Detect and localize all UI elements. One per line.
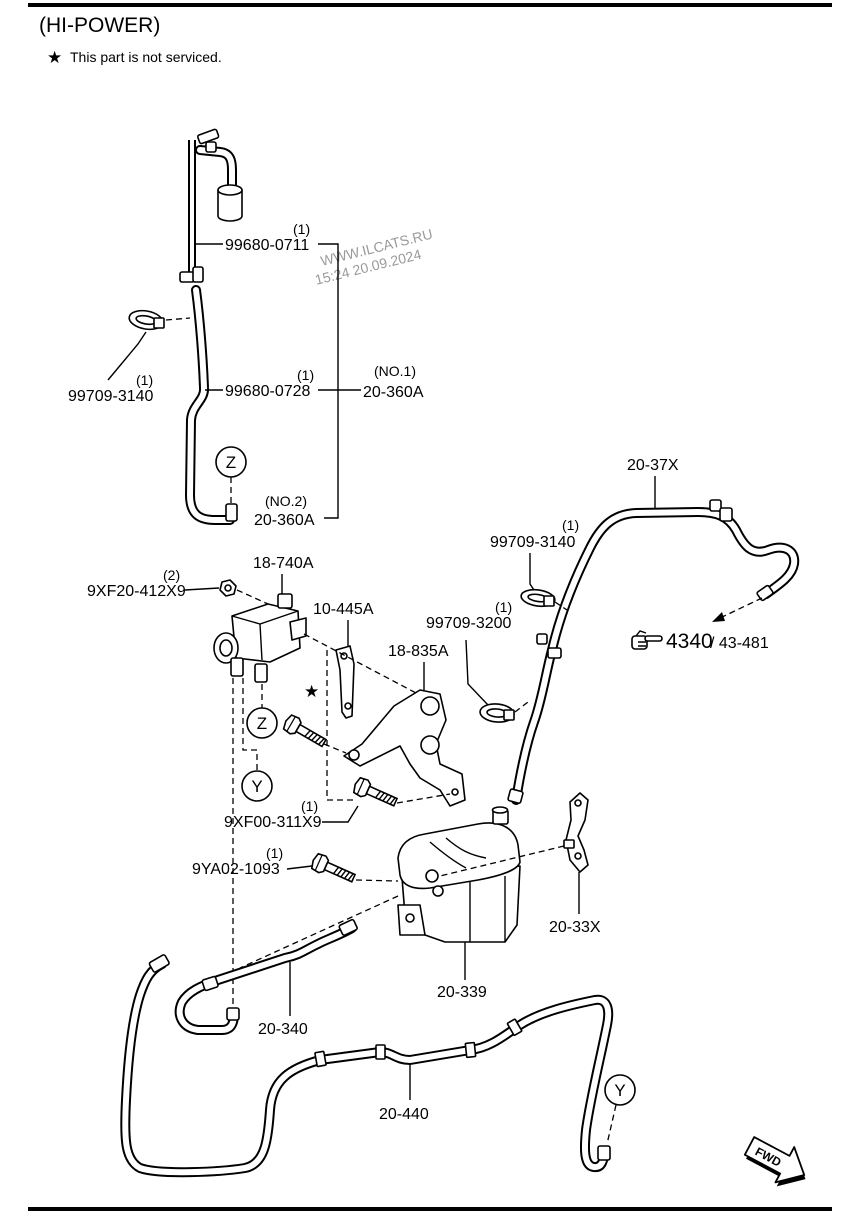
qty-bolt-9ya02: (1): [266, 845, 283, 861]
label-hose-20-37x: 20-37X: [627, 457, 679, 474]
label-clip-left: 99709-3140: [68, 388, 154, 405]
diagram-title: (HI-POWER): [39, 14, 160, 37]
label-bolt-9ya02: 9YA02-1093: [192, 861, 280, 878]
label-bracket-20-33x: 20-33X: [549, 919, 601, 936]
nut-9xf20-412x9: [219, 579, 237, 597]
canister-20-339: [397, 806, 521, 943]
clip-99709-3140-left: [128, 309, 165, 331]
note-20-360a-no2: (NO.2): [265, 493, 307, 509]
label-bolt-9xf00: 9XF00-311X9: [224, 814, 322, 831]
leader-bolt-9ya02: [286, 865, 313, 870]
leader-bolt-9xf00: [322, 805, 359, 823]
label-nut: 9XF20-412X9: [87, 583, 186, 600]
label-bracket-10-445a: 10-445A: [313, 601, 374, 618]
bracket-20-33x-dashed-guide: [439, 845, 565, 877]
hose-99680-0728: [190, 290, 238, 521]
label-clip-right: 99709-3140: [490, 534, 576, 551]
star-icon: ★: [304, 682, 319, 702]
label-solenoid: 18-740A: [253, 555, 314, 572]
qty-nut: (2): [163, 567, 180, 583]
bracket-side-dashed-guide: [326, 650, 356, 801]
watermark: WWW.ILCATS.RU 15:24 20.09.2024: [313, 226, 434, 288]
leader-clip-left: [107, 331, 147, 381]
bracket-20-33x: [563, 792, 589, 873]
leader-clip-right: [529, 553, 535, 591]
canister-to-hose-dashed-guide: [239, 895, 399, 969]
clip-3200-dashed-guide: [514, 701, 529, 713]
qty-hose-0728: (1): [297, 367, 314, 383]
label-hose-0728: 99680-0728: [225, 383, 311, 400]
leader-clip-3200: [465, 639, 489, 706]
label-clip-3200: 99709-3200: [426, 615, 512, 632]
solenoid-valve-18-740a: [213, 593, 307, 683]
fwd-arrow-icon: FWD: [743, 1136, 806, 1187]
label-bracket-18-835a: 18-835A: [388, 643, 449, 660]
bolt-9xf00-dashed-guide: [396, 793, 451, 804]
note-20-360a-no1: (NO.1): [374, 363, 416, 379]
connector-marker-z-upper: Z: [215, 446, 247, 478]
solenoid-to-bracket-dashed-guide: [303, 633, 419, 695]
y-upper-dashed-guide: [242, 678, 258, 771]
svg-text:Z: Z: [257, 714, 267, 733]
nut-dashed-guide: [236, 589, 269, 605]
qty-hose-0711: (1): [293, 221, 310, 237]
connector-marker-z-lower: Z: [246, 707, 278, 739]
hose-branch-to-cap: [200, 150, 243, 222]
star-bolt-dashed-guide: [323, 743, 347, 754]
hose-20-340: [180, 918, 358, 1030]
reference-subgroup-number: / 43-481: [710, 635, 769, 652]
y-lower-dashed-guide: [606, 1104, 617, 1145]
bolt-9ya02-dashed-guide: [355, 879, 399, 882]
clip-99709-3200: [479, 703, 515, 723]
pointing-hand-icon: [631, 630, 663, 650]
hose-20-440: [125, 954, 610, 1172]
leader-nut: [184, 587, 220, 591]
bolt-9xf00-311x9: [350, 775, 400, 812]
clip-99709-3140-right: [520, 588, 556, 608]
label-hose-20-340: 20-340: [258, 1021, 308, 1038]
reference-group-number: 4340: [666, 630, 713, 653]
clip-right-dashed-guide: [554, 601, 571, 613]
bracket-10-445a: [335, 645, 355, 719]
hose-clips-upper: [179, 128, 220, 283]
label-hose-0711: 99680-0711: [225, 237, 309, 254]
label-20-360a-no1: 20-360A: [363, 384, 424, 401]
qty-clip-3200: (1): [495, 599, 512, 615]
svg-text:Z: Z: [226, 453, 236, 472]
connector-marker-y-upper: Y: [241, 770, 273, 802]
svg-text:Y: Y: [251, 777, 262, 796]
bracket-18-835a: [343, 689, 466, 807]
svg-text:Y: Y: [614, 1081, 625, 1100]
qty-clip-right: (1): [562, 517, 579, 533]
star-icon: ★: [47, 48, 62, 68]
clip-left-dashed-guide: [165, 317, 191, 321]
hose-20-37x: [507, 499, 795, 804]
label-20-360a-no2: 20-360A: [254, 512, 315, 529]
not-serviced-note: This part is not serviced.: [70, 49, 222, 65]
reference-arrow: [712, 597, 763, 622]
connector-marker-y-lower: Y: [604, 1074, 636, 1106]
bracket-line-20-360a: [318, 243, 339, 519]
label-canister: 20-339: [437, 984, 487, 1001]
bolt-9ya02-1093: [308, 851, 358, 888]
qty-bolt-9xf00: (1): [301, 798, 318, 814]
label-hose-20-440: 20-440: [379, 1106, 429, 1123]
qty-clip-left: (1): [136, 372, 153, 388]
bolt-not-serviced: [280, 712, 330, 752]
